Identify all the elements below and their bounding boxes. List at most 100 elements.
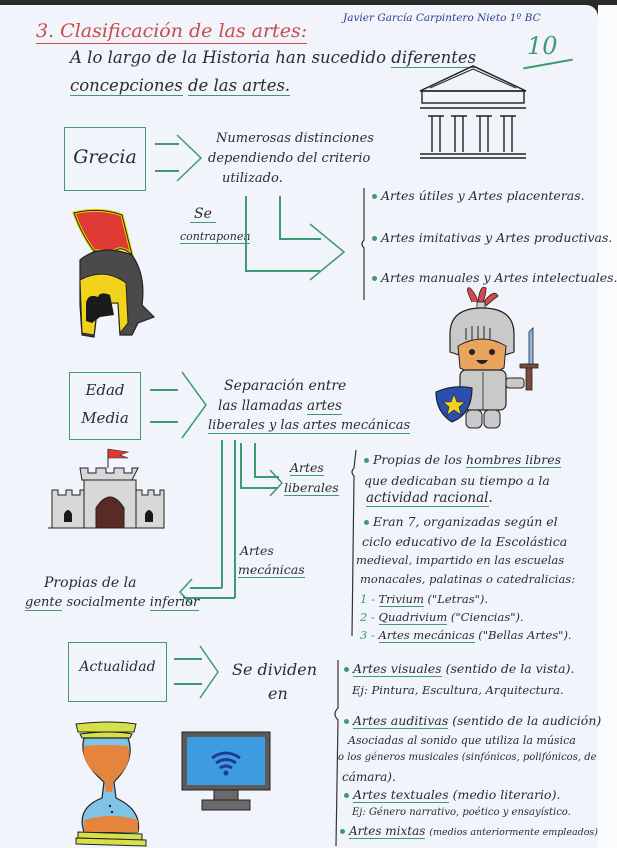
actualidad-box: Actualidad	[68, 642, 167, 702]
actualidad-item-2-detail-1: Asociadas al sonido que utiliza la músic…	[348, 734, 576, 747]
actualidad-arrow-head	[199, 645, 219, 699]
actualidad-item-1: Artes visuales (sentido de la vista).	[344, 661, 575, 677]
actualidad-item-2-detail-3: cámara).	[342, 770, 396, 784]
liberales-actividad-racional: actividad racional	[366, 490, 489, 507]
liberales-vertical-outer	[240, 443, 242, 488]
artes-mecanicas-label-1: Artes	[240, 543, 274, 558]
bullet-icon	[344, 667, 349, 672]
connector-arrow-head	[309, 223, 346, 281]
author-name: Javier García Carpintero Nieto 1º BC	[343, 12, 541, 24]
list-term: Quadrivium	[378, 610, 448, 625]
actualidad-note: (sentido de la audición)	[452, 713, 602, 728]
intro-underlined-diferentes: diferentes	[391, 48, 477, 68]
actualidad-item-2: Artes auditivas (sentido de la audición)	[344, 713, 602, 729]
mecanicas-horizontal-inner	[190, 587, 222, 589]
mecanicas-desc-gente: gente	[25, 595, 63, 611]
greek-helmet-drawing	[72, 208, 156, 338]
artes-liberales-label-2: liberales	[284, 480, 339, 496]
grecia-item-text: Artes útiles y Artes placenteras.	[381, 188, 585, 203]
liberales-brace	[351, 449, 357, 637]
list-term: Artes mecánicas	[378, 628, 475, 643]
grecia-desc-2: dependiendo del criterio	[208, 151, 371, 166]
intro-line-2: concepciones de las artes.	[70, 76, 291, 96]
liberales-point-2-line-3: medieval, impartido en las escuelas	[356, 553, 565, 567]
list-note: ("Letras").	[427, 592, 489, 606]
actualidad-term: Artes textuales	[353, 787, 449, 803]
grecia-arrow-line-2	[155, 170, 179, 172]
actualidad-note: (medios anteriormente empleados)	[429, 827, 599, 838]
list-note: ("Bellas Artes").	[478, 628, 572, 642]
media-label: Media	[81, 409, 129, 427]
edad-desc-1: Separación entre	[224, 378, 347, 394]
liberales-list-item-1: 1 - Trivium ("Letras").	[360, 592, 489, 607]
liberales-point-2-line-1: Eran 7, organizadas según el	[364, 514, 558, 529]
actualidad-note: (sentido de la vista).	[445, 661, 575, 676]
bullet-icon	[372, 236, 377, 241]
liberales-list-item-3: 3 - Artes mecánicas ("Bellas Artes").	[360, 628, 572, 643]
edad-label: Edad	[85, 381, 125, 399]
page-edge	[598, 5, 617, 848]
liberales-list-item-2: 2 - Quadrivium ("Ciencias").	[360, 610, 524, 625]
liberales-horizontal-inner	[254, 476, 279, 478]
bullet-icon	[364, 520, 369, 525]
edad-arrow-head	[181, 371, 207, 439]
mecanicas-vertical-inner	[221, 440, 223, 588]
liberales-point-1-text: Propias de los	[373, 452, 463, 467]
actualidad-item-1-detail: Ej: Pintura, Escultura, Arquitectura.	[352, 683, 564, 697]
intro-text-2: de las artes.	[187, 76, 291, 96]
connector-horizontal-2	[279, 238, 321, 240]
actualidad-label: Actualidad	[79, 659, 156, 675]
knight-drawing	[435, 286, 539, 429]
actualidad-note: (medio literario).	[452, 787, 561, 802]
artes-liberales-label-1: Artes	[290, 460, 324, 476]
intro-underlined-concepciones: concepciones	[70, 76, 183, 96]
edad-desc-2: las llamadas artes	[218, 398, 342, 415]
bullet-icon	[364, 458, 369, 463]
mecanicas-vertical-outer	[234, 440, 236, 598]
list-number: 1 -	[360, 592, 375, 606]
edad-desc-3: liberales y las artes mecánicas	[208, 418, 411, 434]
connector-horizontal-1	[245, 270, 320, 272]
grecia-brace	[361, 188, 365, 300]
actualidad-term: Artes mixtas	[349, 824, 426, 839]
intro-text: A lo largo de la Historia han sucedido	[70, 48, 387, 67]
bullet-icon	[372, 276, 377, 281]
liberales-point-2-line-2: ciclo educativo de la Escolástica	[362, 534, 568, 549]
mecanicas-desc-2: gente socialmente inferior	[25, 595, 200, 611]
edad-media-box: Edad Media	[69, 372, 141, 440]
castle-drawing	[48, 448, 165, 529]
grecia-item-text: Artes imitativas y Artes productivas.	[381, 230, 613, 245]
mecanicas-arrow-head	[178, 578, 193, 606]
grecia-arrow-head	[176, 134, 203, 182]
liberales-point-1-line-3: actividad racional.	[366, 490, 493, 507]
list-term: Trivium	[378, 592, 424, 607]
bullet-icon	[340, 829, 345, 834]
page-title: 3. Clasificación de las artes:	[36, 20, 308, 44]
greek-temple-drawing	[419, 65, 527, 159]
bullet-icon	[344, 719, 349, 724]
list-number: 2 -	[360, 610, 375, 624]
intro-line-1: A lo largo de la Historia han sucedido d…	[70, 48, 477, 68]
list-number: 3 -	[360, 628, 375, 642]
hourglass-drawing	[75, 721, 147, 847]
list-note: ("Ciencias").	[450, 610, 524, 624]
liberales-point-2-text: Eran 7, organizadas según el	[373, 514, 558, 529]
liberales-point-1-line-1: Propias de los hombres libres	[364, 452, 562, 468]
liberales-point-2-line-4: monacales, palatinas o catedralicias:	[360, 572, 576, 586]
contraponen-label: contraponen	[180, 230, 251, 244]
actualidad-brace	[334, 660, 339, 847]
mecanicas-desc-socialmente: socialmente	[66, 595, 146, 610]
se-label: Se	[190, 206, 216, 223]
liberales-arrow-head	[269, 469, 284, 497]
actualidad-arrow-line-1	[174, 658, 202, 660]
actualidad-arrow-line-2	[174, 683, 202, 685]
mecanicas-horizontal-outer	[184, 597, 235, 599]
grecia-arrow-line-1	[155, 143, 179, 145]
liberales-point-1-line-2: que dedicaban su tiempo a la	[364, 473, 550, 488]
actualidad-desc-1: Se dividen	[232, 660, 318, 679]
actualidad-item-3-detail: Ej: Género narrativo, poético y ensayíst…	[352, 807, 571, 818]
grecia-desc-3: utilizado.	[222, 171, 283, 186]
actualidad-term: Artes visuales	[353, 661, 442, 677]
grecia-item-2: Artes imitativas y Artes productivas.	[372, 230, 612, 245]
grecia-item-1: Artes útiles y Artes placenteras.	[372, 188, 585, 203]
